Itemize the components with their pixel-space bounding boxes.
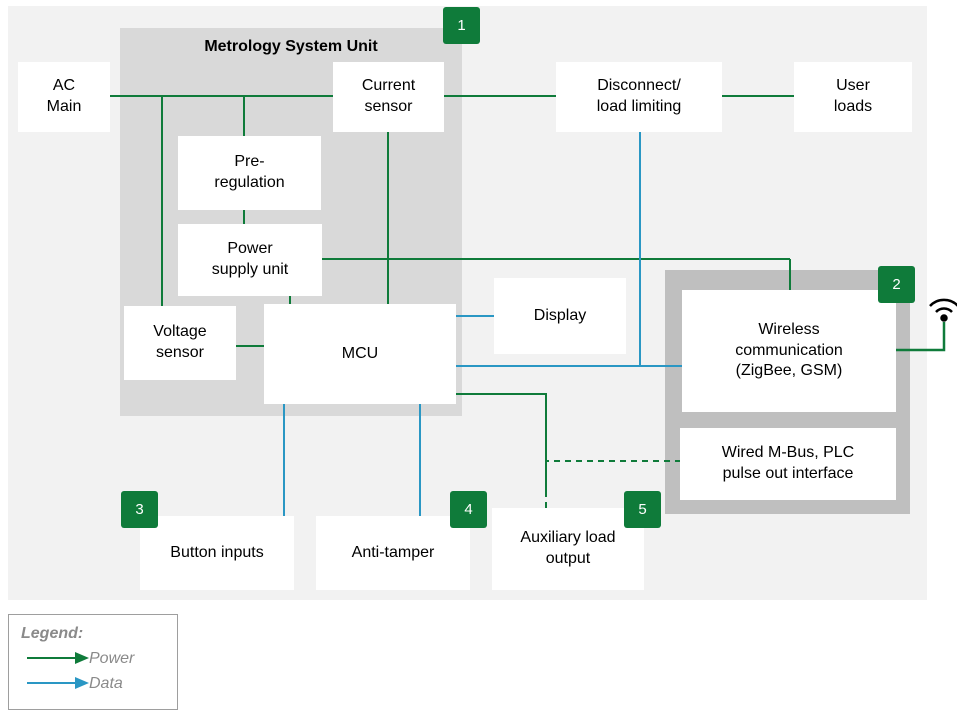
mcu-block: MCU [264, 304, 456, 404]
badge-5: 5 [624, 491, 661, 528]
badge-4: 4 [450, 491, 487, 528]
disconnect-block: Disconnect/ load limiting [556, 62, 722, 132]
pre-regulation-block: Pre- regulation [178, 136, 321, 210]
wireless-communication-block: Wireless communication (ZigBee, GSM) [682, 290, 896, 412]
legend: Legend: Power Data [8, 614, 178, 710]
button-inputs-block: Button inputs [140, 516, 294, 590]
legend-power-arrow [27, 652, 89, 664]
ac-main-block: AC Main [18, 62, 110, 132]
legend-arrows [27, 652, 89, 689]
badge-3: 3 [121, 491, 158, 528]
data-lines [283, 132, 682, 516]
current-sensor-block: Current sensor [333, 62, 444, 132]
voltage-sensor-block: Voltage sensor [124, 306, 236, 380]
legend-title: Legend: [21, 625, 84, 642]
legend-power-label: Power [89, 650, 135, 667]
wired-dashed-line [545, 460, 680, 508]
badge-1: 1 [443, 7, 480, 44]
legend-data-label: Data [89, 675, 123, 692]
user-loads-block: User loads [794, 62, 912, 132]
wireless-signal-icon [929, 298, 957, 322]
power-line-mcu-to-aux [456, 393, 547, 494]
display-block: Display [494, 278, 626, 354]
antenna-link [896, 322, 946, 352]
power-supply-block: Power supply unit [178, 224, 322, 296]
metrology-system-unit-title: Metrology System Unit [204, 38, 378, 55]
auxiliary-load-block: Auxiliary load output [492, 508, 644, 590]
power-lines [110, 95, 794, 508]
legend-data-arrow [27, 677, 89, 689]
badge-2: 2 [878, 266, 915, 303]
anti-tamper-block: Anti-tamper [316, 516, 470, 590]
wired-interface-block: Wired M-Bus, PLC pulse out interface [680, 428, 896, 500]
